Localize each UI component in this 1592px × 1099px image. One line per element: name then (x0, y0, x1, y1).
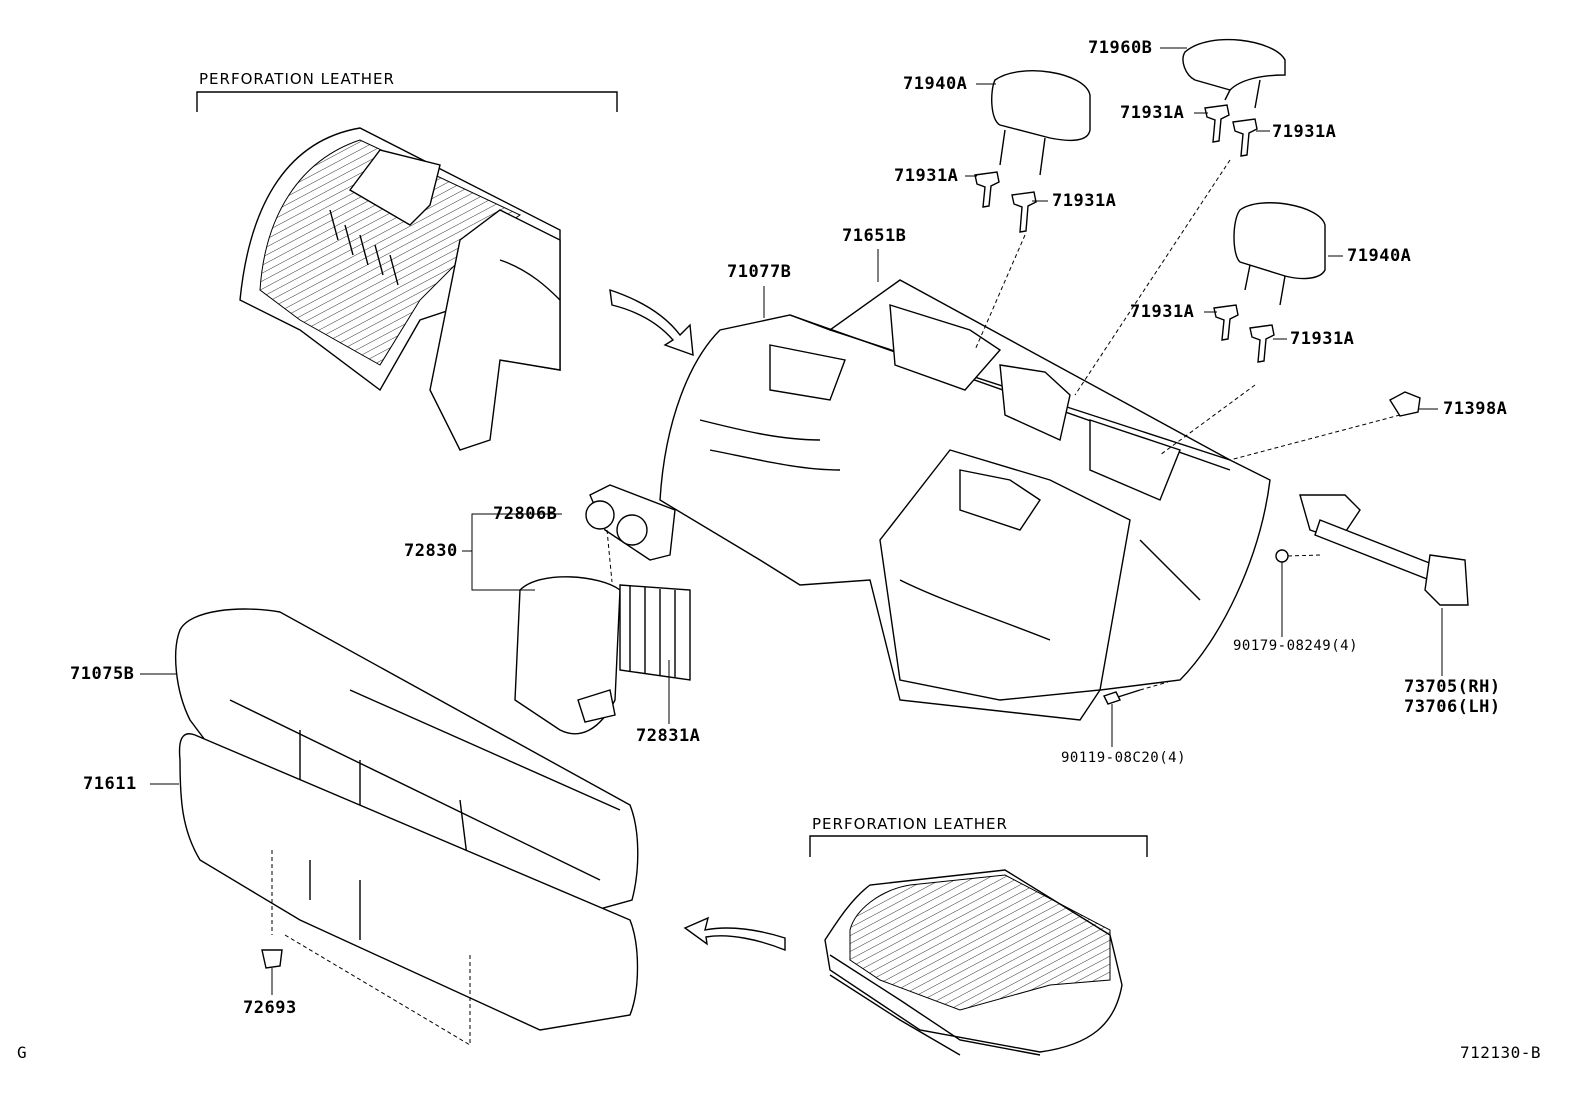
guide-line-4 (1229, 414, 1401, 461)
seat-cushion-pad (178, 733, 639, 1031)
arrow-to-cushion (683, 916, 786, 952)
label-71077B: 71077B (727, 262, 792, 282)
bracket-72830 (471, 513, 562, 591)
label-72806B: 72806B (493, 504, 558, 524)
headrest-top-right (1182, 38, 1286, 109)
label-71651B: 71651B (842, 226, 907, 246)
headrest-left (991, 70, 1091, 176)
label-90119-08C20: 90119-08C20(4) (1061, 750, 1187, 766)
seatback-assembly (659, 279, 1271, 721)
caption-perforation-leather-bottom: PERFORATION LEATHER (812, 815, 1008, 833)
label-73706-lh: 73706(LH) (1404, 697, 1501, 717)
caption-bracket-top (196, 91, 618, 112)
label-71940A-top: 71940A (903, 74, 968, 94)
label-71611: 71611 (83, 774, 137, 794)
label-71940A-right: 71940A (1347, 246, 1412, 266)
label-72831A: 72831A (636, 726, 701, 746)
label-71398A: 71398A (1443, 399, 1508, 419)
label-71931A-6: 71931A (1290, 329, 1355, 349)
caption-bracket-bottom (809, 835, 1148, 857)
label-72830: 72830 (404, 541, 458, 561)
seatback-hinge (1275, 494, 1469, 606)
headrest-right (1233, 202, 1326, 306)
label-73705-rh: 73705(RH) (1404, 677, 1501, 697)
seatback-leather-detail (239, 127, 561, 451)
label-90179-08249: 90179-08249(4) (1233, 638, 1359, 654)
cushion-leather-detail (824, 869, 1123, 1056)
guide-line-1 (974, 234, 1026, 351)
figure-code: 712130-B (1460, 1043, 1542, 1062)
cushion-guide (271, 850, 471, 1046)
label-71931A-3: 71931A (894, 166, 959, 186)
arrow-to-seatback (609, 288, 694, 357)
leader-lines (140, 47, 1443, 995)
headrest-guides (974, 104, 1275, 363)
label-71075B: 71075B (70, 664, 135, 684)
label-71931A-4: 71931A (1052, 191, 1117, 211)
label-71931A-2: 71931A (1272, 122, 1337, 142)
seat-heater-unit (514, 484, 691, 735)
label-71931A-5: 71931A (1130, 302, 1195, 322)
caption-perforation-leather-top: PERFORATION LEATHER (199, 70, 395, 88)
guide-line-3 (1159, 384, 1256, 456)
clip-71398A (1389, 391, 1421, 417)
corner-mark: G (17, 1043, 28, 1062)
label-71931A-1: 71931A (1120, 103, 1185, 123)
bolt-90119 (1103, 681, 1169, 705)
guide-line-2 (1074, 159, 1231, 396)
label-72693: 72693 (243, 998, 297, 1018)
label-71960B: 71960B (1088, 38, 1153, 58)
clip-72693 (261, 949, 283, 969)
